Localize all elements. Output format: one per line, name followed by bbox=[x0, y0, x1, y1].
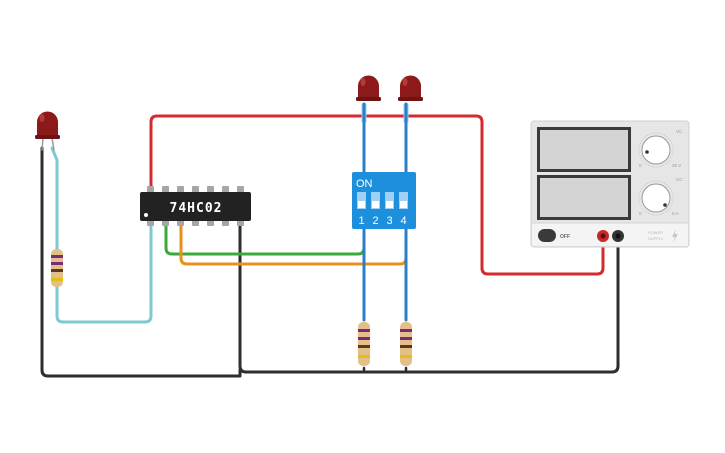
dip-position-1: 1 bbox=[358, 215, 364, 227]
led-top-2-rim bbox=[398, 97, 423, 101]
dip-toggle-4[interactable] bbox=[400, 201, 407, 208]
led-top-1[interactable] bbox=[356, 75, 381, 102]
led-left-highlight bbox=[39, 114, 45, 122]
psu-current-display-screen bbox=[540, 178, 628, 217]
psu-voltage-knob[interactable] bbox=[641, 135, 671, 165]
psu-positive-terminal-hole bbox=[600, 233, 606, 239]
psu-current-knob[interactable] bbox=[641, 183, 671, 213]
psu-current-min-label: 0 bbox=[639, 211, 642, 216]
resistor-left-body bbox=[51, 249, 63, 287]
dip-position-3: 3 bbox=[386, 215, 392, 227]
resistor-bottom-2-body bbox=[400, 322, 412, 366]
resistor-bottom-1[interactable] bbox=[358, 322, 370, 366]
led-left[interactable] bbox=[35, 111, 60, 151]
resistor-bottom-1-body bbox=[358, 322, 370, 366]
dip-switch-body bbox=[352, 172, 416, 229]
led-top-1-body bbox=[358, 75, 379, 100]
resistor-bottom-1-band-2 bbox=[358, 337, 370, 340]
led-legs-right bbox=[361, 103, 409, 123]
psu-brand-line2: SUPPLY bbox=[648, 236, 664, 241]
wire-cyan-left-led[interactable] bbox=[50, 146, 153, 324]
psu-current-max-label: 5 A bbox=[672, 211, 679, 216]
dip-switch[interactable]: ON 1 2 3 4 bbox=[352, 172, 416, 229]
wire-green-switch1[interactable] bbox=[164, 220, 366, 256]
led-top-1-highlight bbox=[360, 78, 366, 86]
wire-red-vcc[interactable] bbox=[149, 114, 605, 276]
resistor-bottom-2[interactable] bbox=[400, 322, 412, 366]
dip-on-label: ON bbox=[356, 178, 373, 190]
psu-voltage-max-label: 30 V bbox=[672, 163, 681, 168]
dip-toggle-1[interactable] bbox=[358, 201, 365, 208]
psu-voltage-knob-indicator bbox=[645, 150, 649, 154]
chip-pins-top bbox=[147, 186, 244, 193]
led-top-2[interactable] bbox=[398, 75, 423, 102]
power-supply[interactable]: 0 30 V VC 0 5 A CC OFF POWER SUPPLY bbox=[530, 120, 690, 248]
wire-black-resistor-bottom[interactable] bbox=[362, 366, 408, 374]
psu-lightning-icon bbox=[672, 229, 678, 243]
dip-toggle-2[interactable] bbox=[372, 201, 379, 208]
wire-black-left-led[interactable] bbox=[40, 146, 242, 378]
resistor-left-band-4 bbox=[51, 278, 63, 281]
led-top-2-body bbox=[400, 75, 421, 100]
resistor-bottom-2-band-3 bbox=[400, 345, 412, 348]
resistor-left-band-3 bbox=[51, 269, 63, 272]
resistor-bottom-2-band-4 bbox=[400, 355, 412, 358]
psu-current-knob-indicator bbox=[663, 203, 667, 207]
chip-pin1-marker bbox=[144, 213, 148, 217]
resistor-bottom-2-band-2 bbox=[400, 337, 412, 340]
chip-label: 74HC02 bbox=[170, 201, 223, 216]
resistor-bottom-1-band-3 bbox=[358, 345, 370, 348]
psu-power-switch[interactable] bbox=[538, 229, 556, 242]
dip-slots bbox=[357, 192, 408, 209]
resistor-left[interactable] bbox=[51, 249, 63, 287]
resistor-bottom-1-band-1 bbox=[358, 329, 370, 332]
wire-black-ground[interactable] bbox=[238, 220, 620, 374]
resistor-bottom-2-band-1 bbox=[400, 329, 412, 332]
led-left-rim bbox=[35, 135, 60, 139]
psu-voltage-min-label: 0 bbox=[639, 163, 642, 168]
dip-toggle-3[interactable] bbox=[386, 201, 393, 208]
psu-negative-terminal-hole bbox=[615, 233, 621, 239]
chip-body bbox=[140, 192, 251, 221]
psu-brand-line1: POWER bbox=[648, 230, 663, 235]
psu-current-knob-ring bbox=[638, 180, 674, 216]
chip-74hc02[interactable]: 74HC02 bbox=[140, 186, 251, 226]
psu-off-label: OFF bbox=[560, 234, 570, 240]
dip-position-2: 2 bbox=[372, 215, 378, 227]
resistor-bottom-1-band-4 bbox=[358, 355, 370, 358]
psu-current-corner-label: CC bbox=[676, 177, 683, 182]
led-top-1-rim bbox=[356, 97, 381, 101]
wires bbox=[40, 102, 620, 378]
psu-voltage-corner-label: VC bbox=[676, 129, 683, 134]
resistor-left-band-1 bbox=[51, 255, 63, 258]
psu-voltage-display-screen bbox=[540, 130, 628, 169]
resistor-left-band-2 bbox=[51, 262, 63, 265]
psu-voltage-knob-ring bbox=[638, 132, 674, 168]
psu-bottom-strip bbox=[532, 223, 688, 246]
led-left-legs bbox=[41, 137, 55, 151]
dip-position-4: 4 bbox=[400, 215, 406, 227]
led-top-2-highlight bbox=[402, 78, 408, 86]
